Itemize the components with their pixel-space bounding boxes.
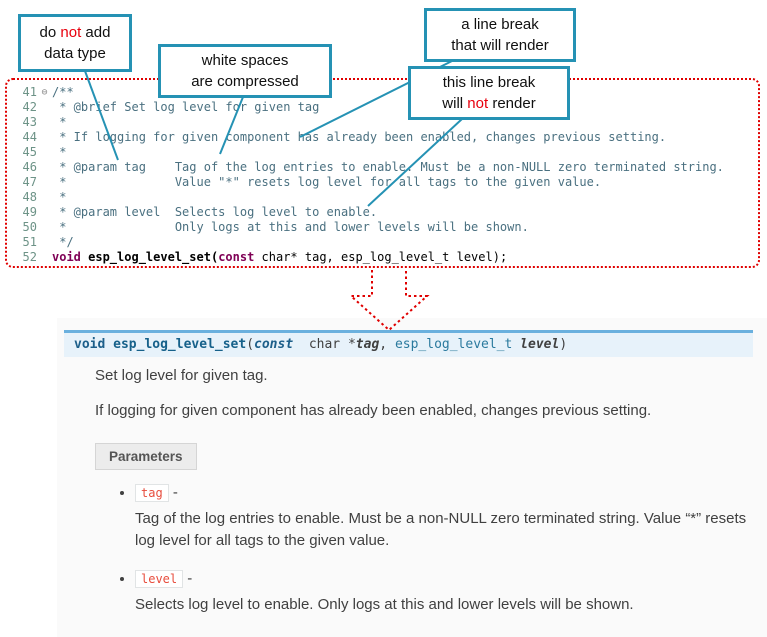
- fold-spacer: [37, 190, 52, 205]
- parameters-list: tag - Tag of the log entries to enable. …: [117, 484, 767, 616]
- code-text: * Value "*" resets log level for all tag…: [52, 175, 602, 189]
- sig-param-level: level: [520, 337, 560, 352]
- sig-function-name: esp_log_level_set: [105, 337, 247, 352]
- callout-no-datatype: do not add data type: [18, 14, 132, 72]
- callout-break-render: a line break that will render: [424, 8, 576, 62]
- code-text: * @brief Set log level for given tag: [52, 100, 320, 114]
- line-number: 52: [22, 250, 37, 264]
- callout-whitespace: white spaces are compressed: [158, 44, 332, 98]
- fold-spacer: [37, 145, 52, 160]
- callout-line: that will render: [451, 37, 549, 54]
- fold-spacer: [37, 235, 52, 250]
- line-number: 42: [22, 100, 37, 114]
- parameter-head: tag -: [135, 484, 178, 502]
- code-text: * Only logs at this and lower levels wil…: [52, 220, 529, 234]
- line-number: 46: [22, 160, 37, 174]
- code-line: 42 * @brief Set log level for given tag: [13, 100, 758, 115]
- code-line: 50 * Only logs at this and lower levels …: [13, 220, 758, 235]
- brief-text: Set log level for given tag.: [95, 367, 268, 384]
- line-number: 49: [22, 205, 37, 219]
- line-number: 50: [22, 220, 37, 234]
- sig-keyword-const: const: [254, 337, 294, 352]
- code-line: 46 * @param tag Tag of the log entries t…: [13, 160, 758, 175]
- code-text: *: [52, 115, 67, 129]
- code-line-declaration: 52 void esp_log_level_set(const char* tag…: [13, 250, 758, 265]
- param-name-tag: tag: [135, 484, 169, 502]
- code-text: *: [52, 190, 67, 204]
- sig-keyword-void: void: [74, 337, 106, 352]
- keyword-const: const: [218, 250, 255, 264]
- fold-spacer: [37, 220, 52, 235]
- code-line: 41 ⊖ /**: [13, 85, 758, 100]
- callout-break-norender: this line break will not render: [408, 66, 570, 120]
- callout-line: will not render: [442, 95, 536, 112]
- line-number: 47: [22, 175, 37, 189]
- keyword-void: void: [52, 250, 81, 264]
- sig-param-tag: tag: [355, 337, 380, 352]
- code-text: * @param level Selects log level to enab…: [52, 205, 378, 219]
- fold-spacer: [37, 115, 52, 130]
- line-number: 45: [22, 145, 37, 159]
- parameter-item-tag: tag - Tag of the log entries to enable. …: [135, 484, 767, 552]
- callout-line: this line break: [442, 74, 536, 91]
- param-dash: -: [172, 484, 178, 501]
- parameter-head: level -: [135, 570, 193, 588]
- function-signature: void esp_log_level_set(const char *tag, …: [64, 330, 753, 357]
- function-name: esp_log_level_set(: [80, 250, 219, 264]
- sig-type-esp-log-level-t: esp_log_level_t: [394, 337, 521, 352]
- code-line: 43 *: [13, 115, 758, 130]
- line-number: 48: [22, 190, 37, 204]
- parameters-heading: Parameters: [95, 443, 197, 470]
- code-line: 45 *: [13, 145, 758, 160]
- code-text: * If logging for given component has alr…: [52, 130, 667, 144]
- rendered-docs-panel: void esp_log_level_set(const char *tag, …: [57, 318, 767, 637]
- param-name-level: level: [135, 570, 184, 588]
- sig-paren-close: ): [559, 337, 568, 352]
- param-desc-tag: Tag of the log entries to enable. Must b…: [135, 510, 747, 549]
- fold-spacer: [37, 160, 52, 175]
- callout-line: are compressed: [191, 73, 299, 90]
- param-desc-level: Selects log level to enable. Only logs a…: [135, 596, 634, 613]
- callout-line: white spaces: [201, 52, 289, 69]
- declaration-tail: char* tag, esp_log_level_t level);: [254, 250, 508, 264]
- fold-spacer: [37, 250, 52, 265]
- line-number: 51: [22, 235, 37, 249]
- line-number: 43: [22, 115, 37, 129]
- sig-char-type: char *: [293, 337, 356, 352]
- code-line: 51 */: [13, 235, 758, 250]
- code-text: /**: [52, 85, 74, 99]
- fold-spacer: [37, 130, 52, 145]
- code-line: 44 * If logging for given component has …: [13, 130, 758, 145]
- sig-paren-open: (: [246, 337, 255, 352]
- description-text: If logging for given component has alrea…: [95, 402, 652, 419]
- fold-collapse-icon: ⊖: [41, 87, 48, 98]
- callout-line: do not add: [39, 24, 111, 41]
- code-line: 47 * Value "*" resets log level for all …: [13, 175, 758, 190]
- code-text: void esp_log_level_set(const char* tag, …: [52, 250, 507, 265]
- code-editor-snippet: 41 ⊖ /** 42 * @brief Set log level for giv…: [5, 78, 760, 268]
- code-text: * @param tag Tag of the log entries to e…: [52, 160, 724, 174]
- fold-spacer: [37, 175, 52, 190]
- parameter-item-level: level - Selects log level to enable. Onl…: [135, 570, 767, 616]
- code-text: */: [52, 235, 74, 249]
- line-number: 41: [22, 85, 37, 99]
- callout-line: a line break: [461, 16, 539, 33]
- fold-spacer: [37, 100, 52, 115]
- code-text: *: [52, 145, 67, 159]
- sig-separator: ,: [379, 337, 395, 352]
- code-line: 49 * @param level Selects log level to e…: [13, 205, 758, 220]
- callout-line: data type: [44, 45, 106, 62]
- line-number: 44: [22, 130, 37, 144]
- code-line: 48 *: [13, 190, 758, 205]
- fold-spacer: [37, 205, 52, 220]
- param-dash: -: [187, 570, 193, 587]
